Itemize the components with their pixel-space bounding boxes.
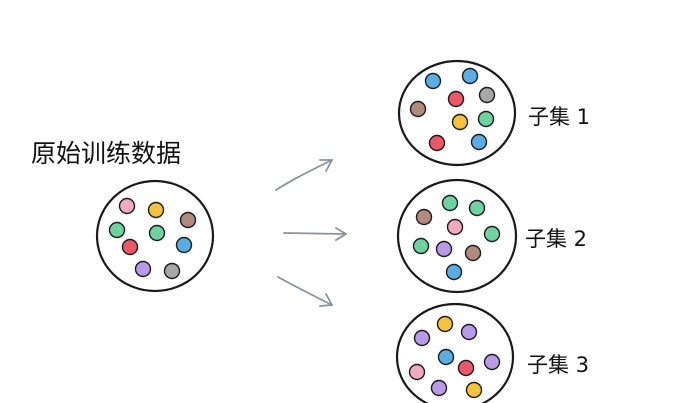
subset-3-dots [408,315,501,399]
arrow-down [277,276,333,307]
source-circle [95,179,215,293]
purple-dot [413,329,431,347]
subset-1-circle [397,59,517,167]
subset-3 [395,302,515,403]
purple-dot [435,240,453,258]
green-dot [108,221,126,239]
blue-dot [424,72,442,90]
green-dot [441,194,459,212]
yellow-dot [451,113,469,131]
subset-1 [397,59,517,167]
yellow-dot [465,381,483,399]
brown-dot [179,211,197,229]
purple-dot [483,353,501,371]
yellow-dot [147,201,165,219]
purple-dot [460,323,478,341]
subset-3-label: 子集 3 [527,353,590,377]
blue-dot [445,263,463,281]
source-label: 原始训练数据 [31,139,182,168]
pink-dot [408,363,426,381]
subset-2-dots [412,194,501,281]
green-dot [412,237,430,255]
subset-2 [396,178,518,294]
subset-3-circle [395,302,515,403]
pink-dot [446,218,464,236]
red-dot [428,134,446,152]
pink-dot [118,197,136,215]
subset-2-circle [396,178,518,294]
gray-dot [163,262,181,280]
green-dot [477,110,495,128]
red-dot [457,359,475,377]
brown-dot [409,100,427,118]
purple-dot [134,260,152,278]
blue-dot [470,133,488,151]
red-dot [447,90,465,108]
green-dot [468,199,486,217]
subset-1-dots [409,67,496,152]
subset-1-label: 子集 1 [528,105,591,129]
arrow-right [283,227,347,241]
gray-dot [478,86,496,104]
blue-dot [437,348,455,366]
brown-dot [415,208,433,226]
source-dataset [95,179,215,293]
red-dot [121,238,139,256]
blue-dot [461,67,479,85]
green-dot [148,224,166,242]
subset-2-label: 子集 2 [525,227,588,251]
source-dots [108,197,197,280]
arrow-up [275,159,333,191]
purple-dot [430,379,448,397]
green-dot [483,225,501,243]
blue-dot [175,236,193,254]
brown-dot [464,244,482,262]
yellow-dot [436,315,454,333]
